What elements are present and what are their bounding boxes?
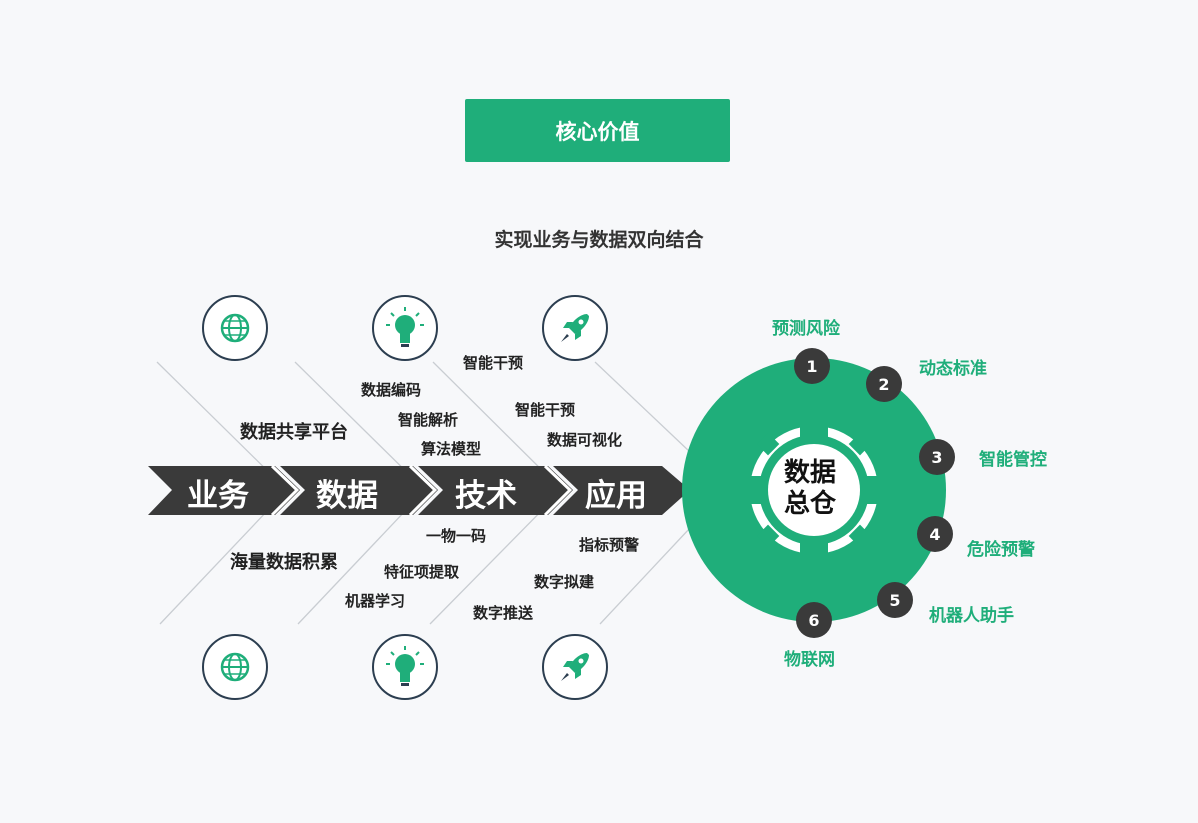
lightbulb-icon bbox=[372, 634, 438, 700]
label-data-visualization: 数据可视化 bbox=[547, 431, 623, 449]
label-digital-push: 数字推送 bbox=[473, 604, 534, 622]
feature-badge-6: 6 bbox=[796, 602, 832, 638]
label-smart-parsing: 智能解析 bbox=[398, 411, 459, 429]
stage-business: 业务 bbox=[187, 478, 249, 514]
label-data-sharing-platform: 数据共享平台 bbox=[240, 422, 348, 443]
label-feature-extraction: 特征项提取 bbox=[384, 563, 460, 581]
feature-badge-4: 4 bbox=[917, 516, 953, 552]
spine-arrow bbox=[148, 464, 690, 517]
feature-badge-3: 3 bbox=[919, 439, 955, 475]
core-value-title: 核心价值 bbox=[465, 99, 730, 162]
rocket-icon bbox=[542, 295, 608, 361]
bone-line bbox=[594, 361, 691, 453]
spine-segment-data bbox=[280, 466, 438, 515]
globe-icon bbox=[202, 295, 268, 361]
feature-label-iot: 物联网 bbox=[784, 650, 835, 670]
stage-app: 应用 bbox=[585, 478, 647, 514]
spine-segment-app bbox=[553, 466, 690, 515]
label-massive-data-accumulation: 海量数据积累 bbox=[230, 552, 338, 573]
feature-label-robot-assistant: 机器人助手 bbox=[929, 606, 1014, 626]
hub-label: 数据 总仓 bbox=[740, 458, 880, 520]
hub-ring-icon bbox=[748, 424, 880, 556]
feature-badge-5: 5 bbox=[877, 582, 913, 618]
label-smart-intervention-2: 智能干预 bbox=[515, 401, 576, 419]
label-indicator-warning: 指标预警 bbox=[579, 536, 640, 554]
feature-label-smart-control: 智能管控 bbox=[979, 450, 1047, 470]
feature-badge-2: 2 bbox=[866, 366, 902, 402]
feature-label-danger-warning: 危险预警 bbox=[967, 540, 1035, 560]
label-data-encoding: 数据编码 bbox=[361, 381, 422, 399]
page-subtitle: 实现业务与数据双向结合 bbox=[494, 229, 704, 251]
spine-segment-tech bbox=[418, 466, 573, 515]
feature-label-dynamic-standard: 动态标准 bbox=[919, 359, 987, 379]
label-one-item-one-code: 一物一码 bbox=[426, 527, 487, 545]
rocket-icon bbox=[542, 634, 608, 700]
label-algorithm-model: 算法模型 bbox=[421, 440, 482, 458]
globe-icon bbox=[202, 634, 268, 700]
bone-line bbox=[599, 527, 691, 625]
feature-label-predict-risk: 预测风险 bbox=[772, 319, 840, 339]
stage-data: 数据 bbox=[316, 478, 378, 514]
label-smart-intervention-1: 智能干预 bbox=[463, 354, 524, 372]
hub-label-line1: 数据 bbox=[783, 458, 836, 488]
hub-label-line2: 总仓 bbox=[783, 489, 836, 519]
stage-tech: 技术 bbox=[455, 478, 517, 514]
lightbulb-icon bbox=[372, 295, 438, 361]
label-machine-learning: 机器学习 bbox=[345, 592, 406, 610]
spine-segment-business bbox=[148, 466, 300, 515]
label-digital-modeling: 数字拟建 bbox=[534, 573, 595, 591]
feature-badge-1: 1 bbox=[794, 348, 830, 384]
